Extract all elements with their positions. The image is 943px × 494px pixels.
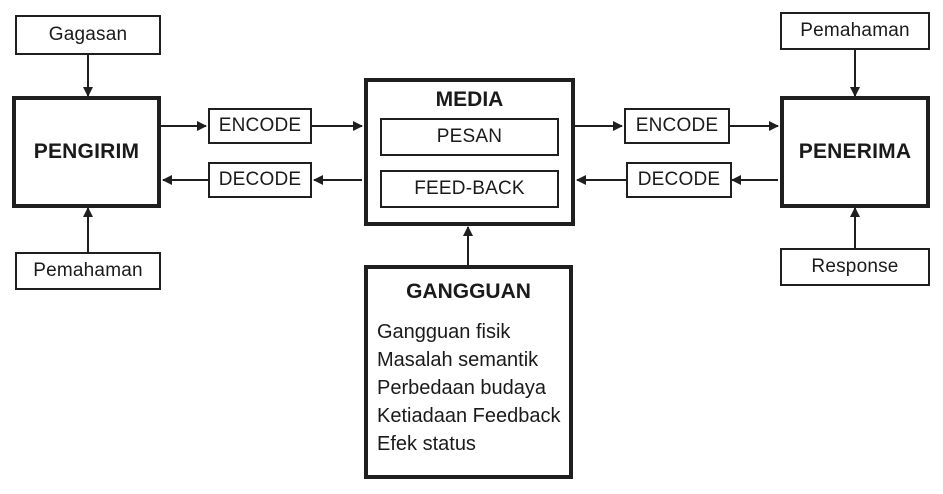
penerima-box: PENERIMA [780,96,930,208]
media-title: MEDIA [435,88,504,111]
list-item: Gangguan fisik [377,321,511,343]
feedback-box: FEED-BACK [380,170,559,208]
decode-left-label: DECODE [218,169,302,190]
decode-right-box: DECODE [626,162,732,198]
penerima-label: PENERIMA [798,140,912,163]
decode-left-box: DECODE [208,162,312,198]
gangguan-title: GANGGUAN [406,280,531,303]
gangguan-list: Gangguan fisik Masalah semantik Perbedaa… [377,318,560,458]
list-item: Efek status [377,433,476,455]
pengirim-box: PENGIRIM [12,96,161,208]
pemahaman-left-box: Pemahaman [15,252,161,290]
pesan-box: PESAN [380,118,559,156]
decode-right-label: DECODE [637,169,721,190]
list-item: Ketiadaan Feedback [377,405,561,427]
gangguan-box [364,265,573,479]
encode-right-box: ENCODE [624,108,730,144]
pemahaman-right-label: Pemahaman [800,20,910,41]
response-label: Response [811,256,899,277]
response-box: Response [780,248,930,286]
encode-left-label: ENCODE [218,115,302,136]
encode-right-label: ENCODE [635,115,719,136]
pemahaman-left-label: Pemahaman [33,260,143,281]
gagasan-box: Gagasan [15,15,161,55]
feedback-label: FEED-BACK [414,178,525,199]
gagasan-label: Gagasan [48,24,128,45]
list-item: Masalah semantik [377,349,539,371]
encode-left-box: ENCODE [208,108,312,144]
list-item: Perbedaan budaya [377,377,547,399]
pengirim-label: PENGIRIM [33,140,140,163]
pemahaman-right-box: Pemahaman [780,12,930,50]
pesan-label: PESAN [436,126,503,147]
